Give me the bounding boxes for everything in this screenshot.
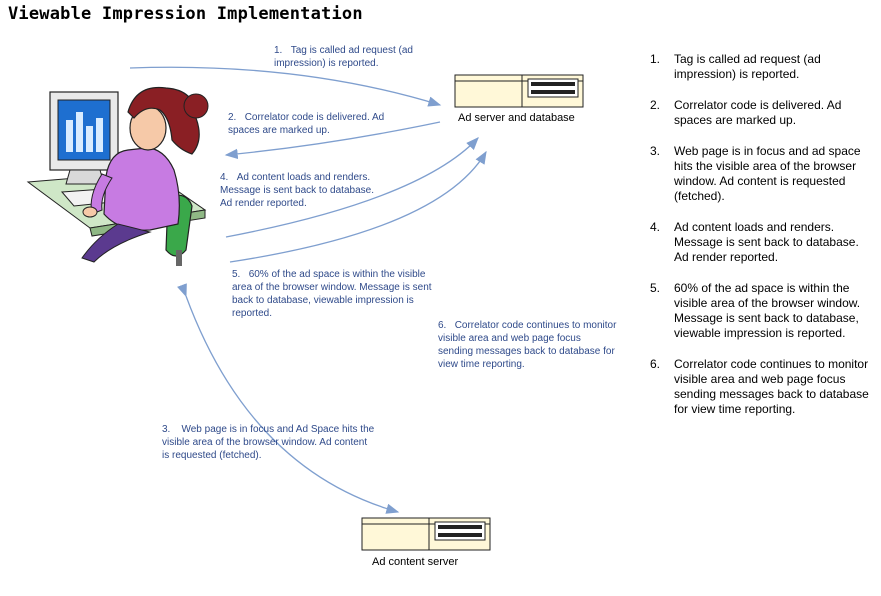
diagram-note-5: 5. 60% of the ad space is within the vis… <box>232 269 432 319</box>
ad-server-label: Ad server and database <box>458 112 575 124</box>
ad-server-icon <box>454 74 584 108</box>
ad-content-server-icon <box>361 517 491 551</box>
diagram-note-3: 3. Web page is in focus and Ad Space hit… <box>162 424 375 461</box>
step-item: 6.Correlator code continues to monitor v… <box>650 357 869 416</box>
step-item: 5.60% of the ad space is within the visi… <box>650 281 861 340</box>
step-item: 2.Correlator code is delivered. Ad space… <box>650 98 842 127</box>
arrow-step-5 <box>229 150 487 263</box>
step-item: 4.Ad content loads and renders. Message … <box>650 220 859 264</box>
diagram-note-4: 4. Ad content loads and renders. Message… <box>220 172 374 209</box>
step-item: 3.Web page is in focus and ad space hits… <box>650 144 861 203</box>
diagram-note-2: 2. Correlator code is delivered. Ad spac… <box>228 112 385 136</box>
page-title: Viewable Impression Implementation <box>8 4 363 24</box>
diagram-note-6: 6. Correlator code continues to monitor … <box>438 320 617 370</box>
diagram-note-1: 1. Tag is called ad request (ad impressi… <box>274 45 413 69</box>
user-computer-illustration <box>26 86 209 266</box>
arrow-step-1 <box>129 66 442 107</box>
step-item: 1.Tag is called ad request (ad impressio… <box>650 52 821 81</box>
arrow-step-4 <box>225 137 479 238</box>
content-server-label: Ad content server <box>372 556 459 568</box>
arrow-step-2 <box>224 121 441 160</box>
arrow-step-3 <box>177 283 400 514</box>
steps-list: 1.Tag is called ad request (ad impressio… <box>650 52 875 433</box>
